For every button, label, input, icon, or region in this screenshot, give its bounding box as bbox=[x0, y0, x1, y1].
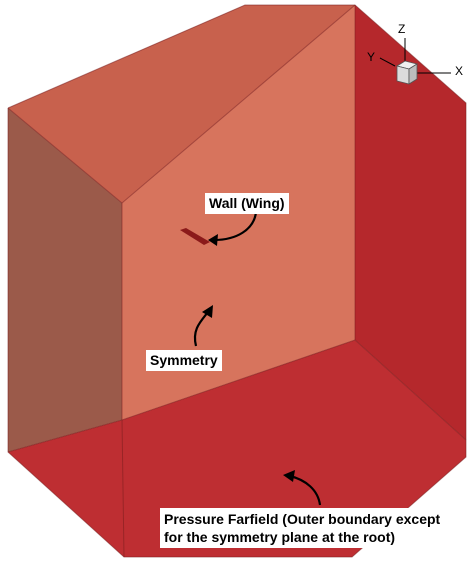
farfield-label: Pressure Farfield (Outer boundary except… bbox=[160, 508, 445, 548]
axis-x-label: X bbox=[455, 64, 464, 78]
axis-y-label: Y bbox=[367, 50, 376, 64]
right-face bbox=[355, 5, 466, 440]
bottom-face bbox=[8, 340, 466, 557]
wing-shape bbox=[180, 228, 210, 245]
farfield-line-2: for the symmetry plane at the root) bbox=[164, 529, 396, 545]
symmetry-arrow bbox=[193, 311, 209, 347]
wall-wing-label: Wall (Wing) bbox=[205, 193, 289, 214]
arrow-heads bbox=[202, 234, 295, 482]
axis-cube-left bbox=[396, 65, 410, 85]
axis-cube-right bbox=[408, 63, 418, 85]
symmetry-label: Symmetry bbox=[146, 350, 222, 371]
top-face bbox=[8, 5, 355, 203]
wall-arrow bbox=[213, 211, 258, 242]
farfield-line-1: Pressure Farfield (Outer boundary except bbox=[164, 511, 441, 527]
axis-triad bbox=[379, 38, 451, 85]
wall-wing-text: Wall (Wing) bbox=[209, 195, 285, 211]
left-face bbox=[8, 108, 122, 452]
box-edges bbox=[7, 4, 467, 558]
axis-z-label: Z bbox=[398, 22, 406, 36]
farfield-arrow bbox=[289, 474, 322, 506]
arrows bbox=[193, 211, 322, 506]
symmetry-text: Symmetry bbox=[150, 352, 218, 368]
